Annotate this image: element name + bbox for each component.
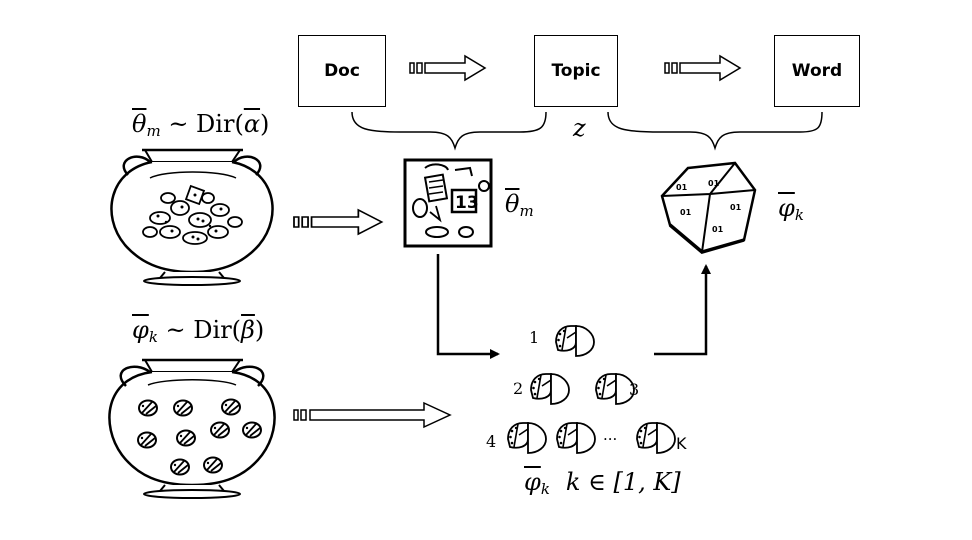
phi-polyhedron: 01 01 01 01 01	[660, 161, 757, 254]
die-number-1: 1	[529, 328, 540, 347]
phi-prior-label: φk ~ Dir(β)	[132, 316, 265, 346]
die-number-2: 2	[513, 379, 524, 398]
theta-prior-label: θm ~ Dir(α)	[132, 110, 270, 140]
theta-die: 13	[403, 158, 493, 248]
theta-urn-arrow	[293, 209, 383, 235]
word-box: Word	[774, 35, 860, 107]
phi-urn-arrow	[293, 401, 452, 429]
left-brace	[351, 111, 547, 151]
topic-label: Topic	[551, 61, 601, 81]
ellipsis: ···	[603, 430, 618, 448]
svg-text:01: 01	[712, 225, 724, 234]
doc-to-topic-arrow	[409, 55, 486, 81]
svg-text:13: 13	[455, 193, 479, 213]
word-label: Word	[791, 61, 843, 81]
die-number-3: 3	[629, 380, 640, 399]
theta-urn	[110, 148, 274, 286]
svg-text:01: 01	[708, 179, 720, 188]
die-number-4: 4	[486, 432, 497, 451]
svg-text:01: 01	[676, 183, 688, 192]
die-number-k: K	[676, 434, 687, 453]
phi-polyhedron-label: φk	[778, 194, 804, 224]
dice-group	[507, 325, 676, 454]
topic-to-word-arrow	[664, 55, 741, 81]
dice-to-phi-connector	[654, 266, 708, 356]
svg-text:01: 01	[680, 208, 692, 217]
doc-label: Doc	[324, 61, 360, 81]
topic-box: Topic	[534, 35, 618, 107]
svg-text:01: 01	[730, 203, 742, 212]
theta-die-label: θm	[505, 190, 534, 220]
doc-box: Doc	[298, 35, 386, 107]
right-brace	[607, 111, 823, 151]
topic-variable-z: z	[573, 114, 586, 142]
theta-to-dice-connector	[436, 254, 498, 356]
phi-urn	[108, 358, 276, 499]
